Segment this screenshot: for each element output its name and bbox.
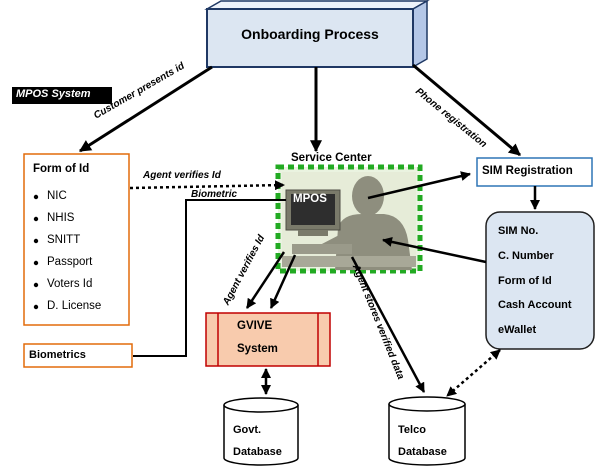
form-of-id-item: SNITT <box>47 234 81 246</box>
gvive-label: GVIVE <box>237 320 273 332</box>
biometrics-box <box>23 343 133 368</box>
form-of-id-title: Form of Id <box>33 163 90 175</box>
form-of-id-item: D. License <box>47 300 102 312</box>
form-of-id-item: Passport <box>47 256 93 268</box>
agent-computer-icon <box>282 172 416 270</box>
form-of-id-box <box>23 153 130 326</box>
form-of-id-item: NHIS <box>47 212 75 224</box>
sim-detail-line: eWallet <box>498 324 537 336</box>
form-of-id-bullets <box>33 194 39 310</box>
sim-registration-box <box>476 157 593 187</box>
mpos-system-label: MPOS System <box>16 88 91 100</box>
title-box-shape <box>204 0 430 69</box>
gvive-label: System <box>237 343 278 355</box>
govt-database-cylinder <box>223 397 299 466</box>
govt-database-label: Govt. <box>233 424 262 436</box>
connectors <box>78 63 540 397</box>
biometrics-label: Biometrics <box>29 349 86 361</box>
sim-detail-line: C. Number <box>498 250 554 262</box>
form-of-id-item: Voters Id <box>47 278 93 290</box>
sim-detail-line: Form of Id <box>498 275 552 287</box>
edge-label-agent-verifies-id: Agent verifies Id <box>143 170 221 181</box>
gvive-box <box>205 312 331 367</box>
edge-label-biometric: Biometric <box>191 189 238 200</box>
telco-database-label: Database <box>398 446 447 458</box>
mpos-system-tag <box>12 87 112 104</box>
sim-registration-label: SIM Registration <box>482 165 573 177</box>
sim-detail-line: Cash Account <box>498 299 572 311</box>
sim-details-box <box>485 211 595 350</box>
telco-database-label: Telco <box>398 424 426 436</box>
govt-database-label: Database <box>233 446 282 458</box>
mpos-screen-label: MPOS <box>293 193 327 205</box>
service-center-label: Service Center <box>291 152 372 164</box>
form-of-id-item: NIC <box>47 190 67 202</box>
title-label: Onboarding Process <box>241 26 379 42</box>
sim-detail-line: SIM No. <box>498 225 539 237</box>
telco-database-cylinder <box>388 396 466 466</box>
